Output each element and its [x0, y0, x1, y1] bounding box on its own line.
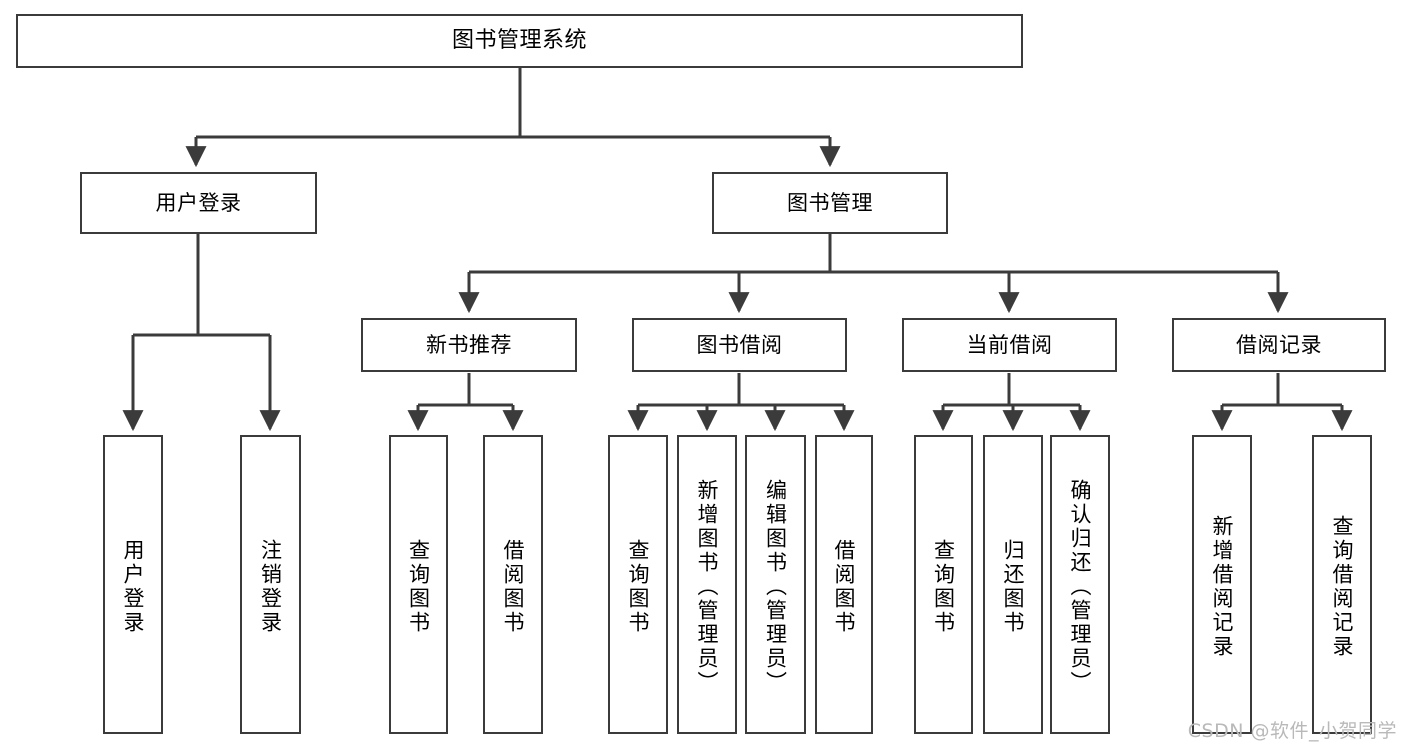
node-leaf-query-book-3[interactable]: 查询图书: [914, 435, 973, 734]
node-label: 查询借阅记录: [1330, 514, 1355, 659]
node-leaf-add-record[interactable]: 新增借阅记录: [1192, 435, 1252, 734]
node-label: 图书管理: [787, 190, 873, 215]
node-label: 新增图书（管理员）: [695, 478, 720, 695]
node-leaf-return-book[interactable]: 归还图书: [983, 435, 1043, 734]
node-label: 用户登录: [155, 190, 242, 215]
node-leaf-query-book-2[interactable]: 查询图书: [608, 435, 668, 734]
node-leaf-query-record[interactable]: 查询借阅记录: [1312, 435, 1372, 734]
node-leaf-borrow-book-1[interactable]: 借阅图书: [483, 435, 543, 734]
node-new-book-recommend[interactable]: 新书推荐: [361, 318, 577, 372]
node-label: 新增借阅记录: [1210, 514, 1235, 659]
node-label: 借阅图书: [832, 538, 857, 635]
node-label: 确认归还（管理员）: [1068, 478, 1093, 695]
node-book-borrow[interactable]: 图书借阅: [632, 318, 847, 372]
node-label: 当前借阅: [966, 332, 1053, 357]
node-label: 用户登录: [121, 538, 146, 635]
node-leaf-add-book[interactable]: 新增图书（管理员）: [677, 435, 737, 734]
node-label: 新书推荐: [426, 332, 512, 357]
node-leaf-edit-book[interactable]: 编辑图书（管理员）: [745, 435, 806, 734]
node-user-login[interactable]: 用户登录: [80, 172, 317, 234]
node-label: 借阅图书: [501, 538, 526, 635]
node-label: 归还图书: [1001, 538, 1026, 635]
node-book-manage[interactable]: 图书管理: [712, 172, 948, 234]
node-leaf-user-login[interactable]: 用户登录: [103, 435, 163, 734]
node-label: 编辑图书（管理员）: [763, 478, 788, 695]
node-leaf-borrow-book-2[interactable]: 借阅图书: [815, 435, 873, 734]
csdn-watermark: CSDN @软件_小贺同学: [1187, 720, 1397, 742]
node-root-system[interactable]: 图书管理系统: [16, 14, 1023, 68]
node-leaf-confirm-return[interactable]: 确认归还（管理员）: [1050, 435, 1110, 734]
node-leaf-query-book-1[interactable]: 查询图书: [389, 435, 448, 734]
node-label: 图书借阅: [696, 332, 783, 357]
node-leaf-logout[interactable]: 注销登录: [240, 435, 301, 734]
node-label: 图书管理系统: [451, 28, 587, 54]
node-label: 查询图书: [626, 538, 651, 635]
node-borrow-record[interactable]: 借阅记录: [1172, 318, 1386, 372]
node-label: 借阅记录: [1236, 332, 1322, 357]
node-label: 查询图书: [406, 538, 431, 635]
node-current-borrow[interactable]: 当前借阅: [902, 318, 1117, 372]
node-label: 注销登录: [258, 538, 283, 635]
node-label: 查询图书: [931, 538, 956, 635]
